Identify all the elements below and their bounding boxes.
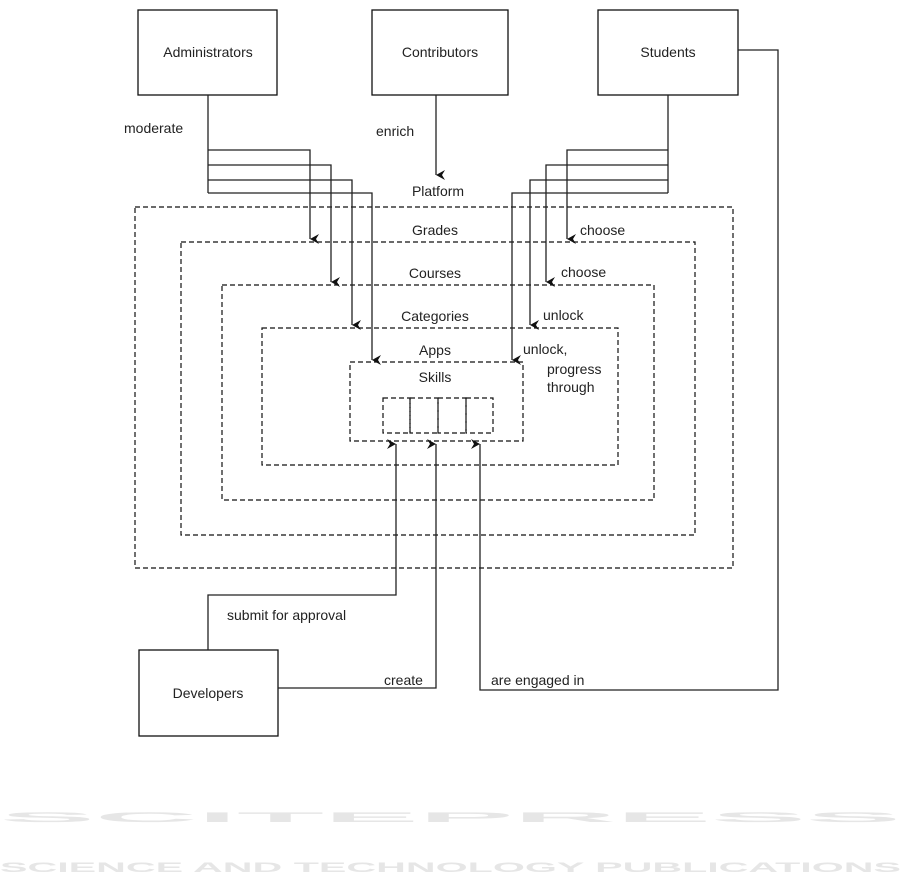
- moderate-grades-arrow: [208, 149, 319, 244]
- skill-slot: [437, 397, 467, 434]
- moderate-apps-arrow: [208, 192, 381, 365]
- skill-slot: [382, 397, 411, 434]
- grades-label: Grades: [412, 222, 458, 238]
- courses-container: [221, 284, 655, 501]
- unlock-categories-label: unlock: [543, 307, 584, 323]
- developers-box: [138, 649, 279, 737]
- skills-container: [349, 361, 524, 442]
- administrators-label: Administrators: [163, 44, 252, 60]
- students-box: [597, 9, 739, 96]
- contributors-box: [371, 9, 509, 96]
- choose-courses-label: choose: [561, 264, 606, 280]
- unlock-apps-label-3: through: [547, 379, 594, 395]
- courses-label: Courses: [409, 265, 461, 281]
- unlock-apps-arrow: [511, 192, 668, 365]
- watermark-subtitle: SCIENCE AND TECHNOLOGY PUBLICATIONS: [0, 859, 901, 875]
- choose-grades-arrow: [566, 149, 668, 244]
- moderate-label: moderate: [124, 120, 183, 136]
- skill-slot: [465, 397, 494, 434]
- contributors-label: Contributors: [402, 44, 478, 60]
- categories-label: Categories: [401, 308, 469, 324]
- skill-slot: [409, 397, 439, 434]
- categories-container: [261, 327, 619, 466]
- platform-container: [134, 206, 734, 569]
- watermark-title: SCITEPRESS: [0, 809, 901, 825]
- submit-label: submit for approval: [227, 607, 346, 623]
- skills-label: Skills: [419, 369, 452, 385]
- choose-courses-arrow: [545, 164, 668, 287]
- engaged-label: are engaged in: [491, 672, 584, 688]
- students-label: Students: [640, 44, 695, 60]
- watermark: SCITEPRESS SCIENCE AND TECHNOLOGY PUBLIC…: [0, 809, 901, 875]
- moderate-categories-arrow: [208, 179, 361, 330]
- platform-label: Platform: [412, 183, 464, 199]
- grades-container: [180, 241, 696, 536]
- engaged-arrow: [471, 49, 779, 691]
- enrich-label: enrich: [376, 123, 414, 139]
- developers-label: Developers: [173, 685, 244, 701]
- choose-grades-label: choose: [580, 222, 625, 238]
- unlock-categories-arrow: [529, 179, 668, 330]
- create-label: create: [384, 672, 423, 688]
- apps-label: Apps: [419, 342, 451, 358]
- moderate-courses-arrow: [208, 164, 340, 287]
- submit-arrow: [207, 439, 397, 650]
- create-arrow: [278, 439, 437, 689]
- unlock-apps-label-1: unlock,: [523, 341, 567, 357]
- unlock-apps-label-2: progress: [547, 361, 601, 377]
- administrators-box: [137, 9, 278, 96]
